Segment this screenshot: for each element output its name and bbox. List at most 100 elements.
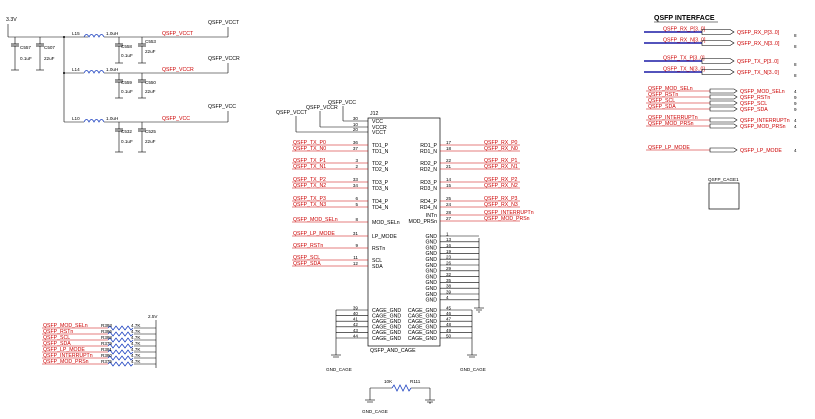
res-r111-val: 10K — [384, 379, 393, 384]
right-pin-net: QSFP_RX_P3 — [484, 196, 518, 202]
pullup-net: QSFP_MOD_PRSn — [43, 359, 89, 365]
qsfp-interface: QSFP INTERFACE QSFP_RX_P[3..0]QSFP_RX_P[… — [644, 15, 797, 210]
rail-vccr: L14 1.0uH C559 0.1uF C550 22uF QSFP_VCCR… — [64, 56, 240, 99]
signal-port-icon — [709, 147, 738, 153]
pullup-resistor — [107, 349, 134, 355]
left-pin-num: 10 — [353, 122, 359, 127]
left-pin-name: TD4_P — [372, 199, 389, 205]
left-pin-net: QSFP_LP_MODE — [293, 231, 335, 237]
rail-vcc: L10 1.0uH C532 0.1uF C525 22uF QSFP_VCC … — [64, 104, 236, 153]
pullup-val: 4.7K — [131, 323, 141, 328]
right-pin-name: RD2_P — [420, 161, 437, 167]
gnd-pin-num: 19 — [446, 249, 452, 254]
top-net-vcc: QSFP_VCC — [328, 100, 356, 106]
pullup-resistor — [107, 331, 134, 337]
left-pin-net: QSFP_TX_N3 — [293, 202, 326, 208]
signal-net-right: QSFP_SDA — [740, 107, 768, 113]
right-pin-net: QSFP_RX_P2 — [484, 177, 518, 183]
signal-net-left: QSFP_MOD_PRSn — [648, 121, 694, 127]
cap-c553-val: 22uF — [145, 49, 156, 54]
pullup-val: 4.7K — [131, 347, 141, 352]
left-pin-num: 33 — [353, 177, 359, 182]
signal-net-left: QSFP_SDA — [648, 104, 676, 110]
signal-net-right: QSFP_MOD_SELn — [740, 89, 785, 95]
gnd-pin-name: GND — [425, 257, 437, 263]
cap-c550-val: 22uF — [145, 89, 156, 94]
bus-port-icon — [701, 58, 735, 64]
right-pin-num: 22 — [446, 158, 452, 163]
pullup-net: QSFP_LP_MODE — [43, 347, 85, 353]
pullup-ref: R396 — [101, 329, 112, 334]
left-pin-net: QSFP_MOD_SELn — [293, 217, 338, 223]
left-pin-num: 34 — [353, 183, 359, 188]
left-pin-net: QSFP_TX_P2 — [293, 177, 326, 183]
right-pin-name: RD3_N — [420, 186, 437, 192]
gnd-pin-num: 38 — [446, 284, 452, 289]
pullup-val: 4.7K — [131, 359, 141, 364]
bus-page-num: 8 — [794, 62, 797, 67]
left-pin-name: MOD_SELn — [372, 220, 400, 226]
cage-right-name: CAGE_GND — [408, 325, 437, 331]
pullup-net: QSFP_SDA — [43, 341, 71, 347]
cage-left-name: CAGE_GND — [372, 330, 401, 336]
left-pin-name: TD3_P — [372, 180, 389, 186]
left-pin-net: QSFP_TX_N2 — [293, 183, 326, 189]
left-pin-net: QSFP_TX_P0 — [293, 140, 326, 146]
right-pin-name: RD2_N — [420, 167, 437, 173]
interface-bus: QSFP_TX_P[3..0]QSFP_TX_P[3..0]8 — [644, 56, 797, 67]
left-pin-num: 36 — [353, 140, 359, 145]
pullup-ref: R390 — [101, 353, 112, 358]
signal-port-icon — [709, 117, 738, 123]
cage-left-name: CAGE_GND — [372, 319, 401, 325]
signal-net-left: QSFP_RSTn — [648, 92, 678, 98]
left-pin-name: TD2_N — [372, 167, 389, 173]
bus-port-icon — [701, 40, 735, 46]
left-pin-num: 31 — [353, 231, 359, 236]
left-pin-name: VCCT — [372, 130, 387, 136]
signal-net-left: QSFP_INTERRUPTn — [648, 115, 698, 121]
right-pin-name: RD4_P — [420, 199, 437, 205]
resistor-r111 — [391, 384, 412, 392]
cap-left1-val: 0.1uF — [20, 56, 32, 61]
interface-bus: QSFP_RX_P[3..0]QSFP_RX_P[3..0]8 — [644, 27, 797, 38]
cap-left1-ref: C557 — [20, 45, 31, 50]
inductor-l14 — [83, 70, 105, 74]
pullup-resistor — [107, 343, 134, 349]
gnd-cage-left-label: GND_CAGE — [326, 367, 352, 372]
bus-page-num: 8 — [794, 73, 797, 78]
left-pin-net: QSFP_SCL — [293, 255, 320, 261]
cage-left-num: 39 — [353, 305, 359, 310]
cage-left-name: CAGE_GND — [372, 325, 401, 331]
signal-net-left: QSFP_LP_MODE — [648, 145, 690, 151]
pullup-val: 4.7K — [131, 335, 141, 340]
left-pin-name: SCL — [372, 258, 382, 264]
bus-net-right: QSFP_TX_P[3..0] — [737, 59, 779, 65]
left-pin-num: 8 — [355, 217, 358, 222]
inductor-l10-ref: L10 — [72, 116, 80, 121]
signal-net-right: QSFP_MOD_PRSn — [740, 124, 786, 130]
cap-left2-val: 22uF — [44, 56, 55, 61]
left-pin-name: TD1_N — [372, 149, 389, 155]
cap-c532-ref: C532 — [121, 129, 132, 134]
right-pin-num: 27 — [446, 216, 452, 221]
supply-3v3-label: 3.3V — [6, 17, 17, 23]
bus-net-left: QSFP_RX_N[3..0] — [663, 38, 706, 44]
